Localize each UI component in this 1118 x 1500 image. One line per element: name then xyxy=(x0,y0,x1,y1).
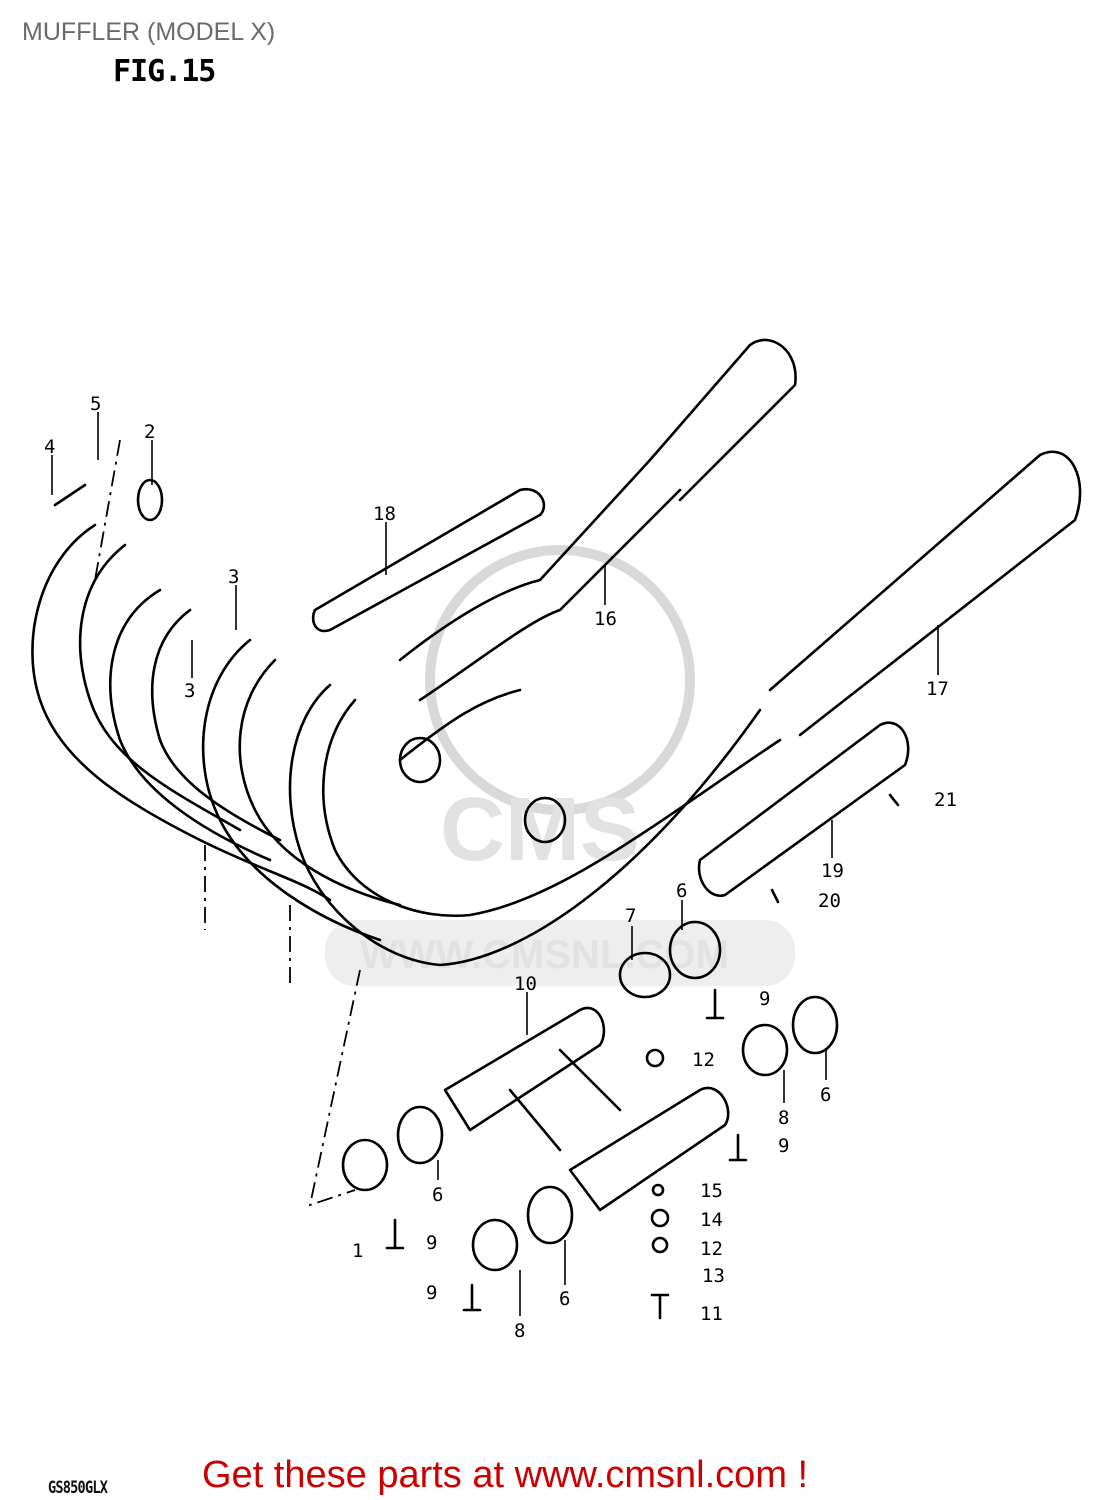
figure-number: FIG.15 xyxy=(113,54,216,89)
watermark: WWW.CMSNL.COM CMS xyxy=(325,545,795,986)
page-title: MUFFLER (MODEL X) xyxy=(22,18,276,46)
callout-1: 1 xyxy=(352,1240,363,1262)
callout-3: 3 xyxy=(228,566,239,588)
callout-7: 7 xyxy=(625,905,636,927)
callout-4: 4 xyxy=(44,436,55,458)
callout-9: 9 xyxy=(759,988,770,1010)
model-code: GS850GLX xyxy=(48,1478,108,1498)
callout-2: 2 xyxy=(144,421,155,443)
callout-6: 6 xyxy=(559,1288,570,1310)
watermark-text: WWW.CMSNL.COM xyxy=(360,933,729,977)
callout-11: 11 xyxy=(700,1303,723,1325)
callout-21: 21 xyxy=(934,789,957,811)
callout-labels: 5421833161721192067910126891514121311691… xyxy=(44,393,957,1342)
callout-16: 16 xyxy=(594,608,617,630)
leader-lines xyxy=(51,412,939,1316)
promo-link[interactable]: Get these parts at www.cmsnl.com ! xyxy=(202,1454,809,1496)
watermark-logo: CMS xyxy=(440,780,640,880)
callout-18: 18 xyxy=(373,503,396,525)
callout-3: 3 xyxy=(184,680,195,702)
callout-14: 14 xyxy=(700,1209,723,1231)
callout-17: 17 xyxy=(926,678,949,700)
callout-19: 19 xyxy=(821,860,844,882)
callout-8: 8 xyxy=(778,1107,789,1129)
callout-12: 12 xyxy=(700,1238,723,1260)
callout-5: 5 xyxy=(90,393,101,415)
callout-20: 20 xyxy=(818,890,841,912)
callout-8: 8 xyxy=(514,1320,525,1342)
exhaust-pipes xyxy=(31,338,1082,1320)
callout-6: 6 xyxy=(676,880,687,902)
callout-9: 9 xyxy=(778,1135,789,1157)
callout-10: 10 xyxy=(514,973,537,995)
callout-6: 6 xyxy=(820,1084,831,1106)
callout-12: 12 xyxy=(692,1049,715,1071)
callout-13: 13 xyxy=(702,1265,725,1287)
callout-6: 6 xyxy=(432,1184,443,1206)
callout-9: 9 xyxy=(426,1232,437,1254)
callout-15: 15 xyxy=(700,1180,723,1202)
callout-9: 9 xyxy=(426,1282,437,1304)
